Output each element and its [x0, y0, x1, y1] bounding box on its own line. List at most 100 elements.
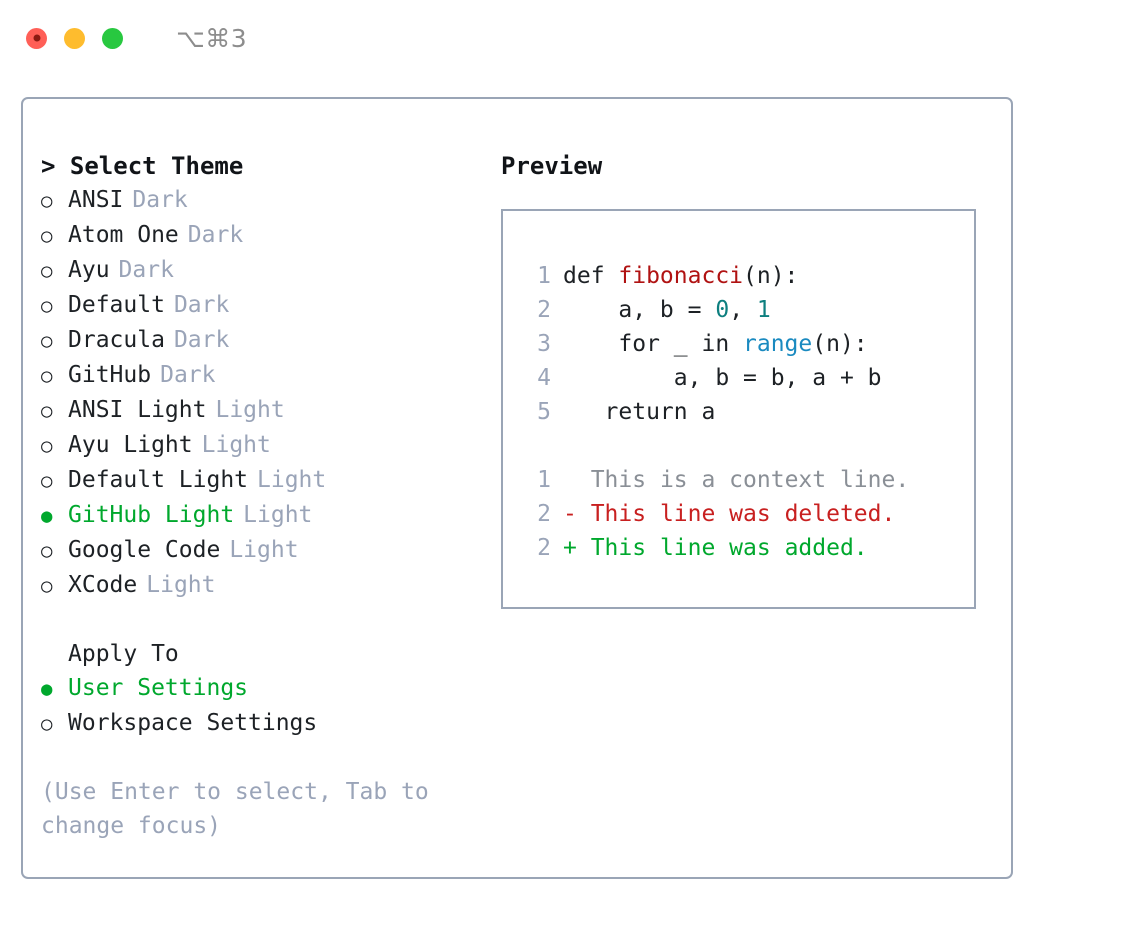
keyboard-hint-text: (Use Enter to select, Tab to change focu…	[41, 779, 429, 839]
preview-heading: Preview	[501, 152, 603, 180]
code-line: 1 def fibonacci(n):	[521, 259, 974, 293]
diff-line: 2 + This line was added.	[521, 531, 974, 565]
theme-option-label: GitHub Light	[68, 502, 235, 528]
apply-to-option[interactable]: ○ Workspace Settings	[41, 706, 501, 741]
theme-option-label: ANSI	[68, 187, 124, 213]
diff-sign: +	[563, 535, 577, 561]
code-line-content: return a	[563, 395, 716, 429]
diff-line-content: This is a context line.	[576, 467, 910, 493]
radio-unselected-icon: ○	[41, 260, 53, 282]
window-controls	[26, 27, 123, 49]
line-number: 2	[537, 535, 551, 561]
theme-option-label: Default Light	[68, 467, 249, 493]
code-diff-separator	[521, 429, 974, 463]
theme-option-tag: Light	[215, 397, 285, 423]
code-line-content: a, b = b, a + b	[563, 361, 882, 395]
theme-option[interactable]: ○ Ayu Dark	[41, 253, 501, 288]
diff-line: 2- This line was deleted.	[521, 497, 974, 531]
code-token: (n):	[743, 263, 799, 289]
title-bar: ⌥⌘3	[0, 0, 1140, 76]
radio-unselected-icon: ○	[41, 400, 53, 422]
diff-sign: -	[563, 501, 577, 527]
code-token: 1	[756, 297, 771, 323]
radio-selected-icon: ●	[41, 678, 53, 700]
radio-unselected-icon: ○	[41, 435, 53, 457]
radio-unselected-icon: ○	[41, 295, 53, 317]
theme-option-tag: Dark	[160, 362, 216, 388]
theme-option-tag: Dark	[173, 292, 230, 318]
code-token: for _ in	[563, 331, 744, 357]
code-line: 4 a, b = b, a + b	[521, 361, 974, 395]
line-number: 2	[537, 501, 551, 527]
code-line-content: def fibonacci(n):	[563, 259, 798, 293]
line-number: 3	[537, 331, 551, 357]
diff-line-content: This line was deleted.	[576, 501, 896, 527]
apply-to-list[interactable]: ● User Settings ○ Workspace Settings	[41, 671, 501, 741]
theme-option-tag: Light	[146, 572, 216, 598]
line-number: 1	[537, 467, 551, 493]
radio-unselected-icon: ○	[41, 713, 53, 735]
theme-option-tag: Light	[257, 467, 327, 493]
code-token: a, b =	[563, 297, 716, 323]
theme-option-label: GitHub	[68, 362, 152, 388]
code-token: (n):	[812, 331, 868, 357]
theme-option-tag: Light	[201, 432, 271, 458]
apply-to-option-label: Workspace Settings	[68, 710, 318, 736]
radio-selected-icon: ●	[41, 505, 53, 527]
line-number: 4	[537, 365, 551, 391]
maximize-button[interactable]	[102, 27, 123, 49]
apply-to-option[interactable]: ● User Settings	[41, 671, 501, 706]
code-token: range	[743, 331, 813, 357]
theme-option[interactable]: ● GitHub Light Light	[41, 498, 501, 533]
select-theme-heading: > Select Theme	[41, 152, 244, 180]
code-token: return a	[563, 399, 716, 425]
theme-option-tag: Dark	[132, 187, 188, 213]
code-line-content: a, b = 0, 1	[563, 293, 771, 327]
minimize-button[interactable]	[64, 27, 85, 49]
theme-option[interactable]: ○ Ayu Light Light	[41, 428, 501, 463]
line-number: 2	[537, 297, 551, 323]
theme-option-label: XCode	[68, 572, 138, 598]
code-line: 2 a, b = 0, 1	[521, 293, 974, 327]
theme-option-label: ANSI Light	[68, 397, 207, 423]
code-line-content: for _ in range(n):	[563, 327, 868, 361]
apply-to-option-label: User Settings	[68, 675, 249, 701]
radio-unselected-icon: ○	[41, 225, 53, 247]
code-token: 0	[715, 297, 730, 323]
theme-option-tag: Light	[229, 537, 299, 563]
theme-option[interactable]: ○ GitHub Dark	[41, 358, 501, 393]
theme-option-label: Default	[68, 292, 165, 318]
theme-option-label: Ayu Light	[68, 432, 193, 458]
diff-sign	[563, 463, 577, 497]
diff-line-content: This line was added.	[576, 535, 868, 561]
theme-option-tag: Light	[243, 502, 313, 528]
theme-option[interactable]: ○ ANSI Light Light	[41, 393, 501, 428]
line-number: 1	[537, 263, 551, 289]
theme-option-tag: Dark	[118, 257, 174, 283]
code-token: a, b = b, a + b	[563, 365, 882, 391]
theme-option-label: Atom One	[68, 222, 179, 248]
code-token: def	[563, 263, 619, 289]
theme-option-label: Ayu	[68, 257, 110, 283]
code-line: 3 for _ in range(n):	[521, 327, 974, 361]
keyboard-shortcut-label: ⌥⌘3	[176, 23, 248, 53]
diff-sample: 1 This is a context line.2- This line wa…	[521, 463, 974, 565]
close-button[interactable]	[26, 27, 47, 49]
list-spacer	[41, 603, 501, 637]
diff-line: 1 This is a context line.	[521, 463, 974, 497]
radio-unselected-icon: ○	[41, 365, 53, 387]
theme-option[interactable]: ○ Default Dark	[41, 288, 501, 323]
